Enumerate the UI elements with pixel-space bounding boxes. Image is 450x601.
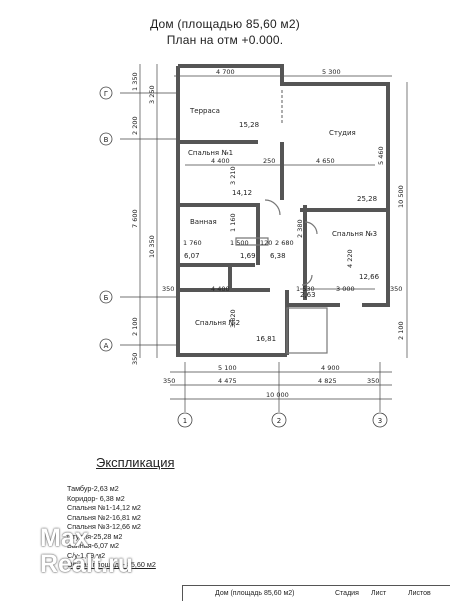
watermark-line1: Max bbox=[40, 524, 89, 552]
title-block-name: Дом (площадь 85,60 м2) bbox=[215, 590, 295, 597]
wall-outer-left bbox=[176, 66, 287, 357]
axis-label-g: Г bbox=[104, 90, 108, 98]
room-studio-area: 25,28 bbox=[357, 195, 377, 203]
room-bedroom3-area: 12,66 bbox=[359, 273, 380, 281]
explication-line: Спальня №2-16,81 м2 bbox=[67, 512, 141, 522]
room-bathroom-label: Ванная bbox=[190, 218, 217, 226]
axis-label-3: 3 bbox=[378, 417, 382, 425]
dim-bottom-10000: 10 000 bbox=[266, 391, 289, 399]
dim-right-2100: 2 100 bbox=[397, 321, 405, 340]
axis-marker-g bbox=[99, 86, 113, 100]
dim-2680: 2 680 bbox=[275, 239, 294, 247]
dim-left-3250: 3 250 bbox=[148, 85, 156, 104]
dim-top-right: 5 300 bbox=[322, 68, 341, 76]
room-terrace-label: Терраса bbox=[189, 107, 220, 115]
axis-marker-v bbox=[99, 132, 113, 146]
axis-label-1: 1 bbox=[183, 417, 187, 425]
plan-title: Дом (площадью 85,60 м2) bbox=[150, 17, 300, 31]
dim-350-right: 350 bbox=[390, 285, 402, 293]
dim-bottom-350-left: 350 bbox=[163, 377, 175, 385]
dim-4650: 4 650 bbox=[316, 157, 335, 165]
explication-line: Ванная-6,07 м2 bbox=[67, 541, 119, 550]
axis-marker-a bbox=[99, 338, 113, 352]
dim-1530: 1 530 bbox=[296, 285, 315, 293]
axis-label-2: 2 bbox=[277, 417, 281, 425]
explication-line: Студия-25,28 м2 bbox=[67, 531, 123, 541]
dim-left-10350: 10 350 bbox=[148, 235, 156, 258]
room-bedroom2-label: Спальня №2 bbox=[195, 319, 240, 327]
room-terrace-area: 15,28 bbox=[239, 121, 259, 129]
axis-marker-1 bbox=[177, 412, 193, 428]
explication-title: Экспликация bbox=[96, 455, 175, 470]
axis-label-v: В bbox=[104, 136, 109, 144]
dim-4400b: 4 400 bbox=[211, 285, 230, 293]
dim-v-3820: 3 820 bbox=[229, 309, 237, 328]
room-vestibule-area: 2,63 bbox=[300, 291, 316, 299]
watermark-logo: Max Realt.ru bbox=[40, 525, 133, 577]
title-block-stage: Стадия bbox=[335, 590, 359, 597]
axis-label-a: А bbox=[104, 342, 109, 350]
explication-line: Коридор- 6,38 м2 bbox=[67, 493, 125, 503]
explication-total: Общая площадь- 85,60 м2 bbox=[67, 560, 156, 569]
dim-350-left: 350 bbox=[162, 285, 174, 293]
room-corridor-area: 6,38 bbox=[270, 252, 286, 260]
dim-bottom-4825: 4 825 bbox=[318, 377, 337, 385]
explication-line: С/у-1,69 м2 bbox=[67, 550, 106, 560]
dim-v-2380: 2 380 bbox=[296, 219, 304, 238]
dim-left-2200: 2 200 bbox=[131, 116, 139, 135]
dim-top-left: 4 700 bbox=[216, 68, 235, 76]
axis-marker-2 bbox=[271, 412, 287, 428]
dim-right-10500: 10 500 bbox=[397, 185, 405, 208]
room-studio-label: Студия bbox=[329, 129, 356, 137]
dim-250a: 250 bbox=[263, 157, 275, 165]
dim-v-1160: 1 160 bbox=[229, 213, 237, 232]
axis-marker-3 bbox=[372, 412, 388, 428]
axis-label-b: Б bbox=[104, 294, 109, 302]
axis-marker-b bbox=[99, 290, 113, 304]
room-bedroom3-label: Спальня №3 bbox=[332, 230, 377, 238]
room-bedroom1-area: 14,12 bbox=[232, 189, 252, 197]
dim-right-5460: 5 460 bbox=[377, 146, 385, 165]
dim-left-2100: 2 100 bbox=[131, 317, 139, 336]
explication-list: Тамбур-2,63 м2 Коридор- 6,38 м2 Спальня … bbox=[67, 484, 156, 570]
explication-line: Тамбур-2,63 м2 bbox=[67, 484, 119, 493]
explication-line: Спальня №1-14,12 м2 bbox=[67, 503, 141, 512]
room-bedroom2-area: 16,81 bbox=[256, 335, 276, 343]
wall-outer-top-right bbox=[178, 64, 390, 307]
room-bathroom-area: 6,07 bbox=[184, 252, 200, 260]
room-bedroom1-label: Спальня №1 bbox=[188, 149, 233, 157]
watermark-line2: Realt.ru bbox=[40, 550, 134, 578]
dim-3000: 3 000 bbox=[336, 285, 355, 293]
title-block-sheet: Лист bbox=[371, 590, 387, 597]
room-wc-area: 1,69 bbox=[240, 252, 256, 260]
dim-bottom-4900: 4 900 bbox=[321, 364, 340, 372]
dim-left-7600: 7 600 bbox=[131, 209, 139, 228]
plan-subtitle: План на отм +0.000. bbox=[166, 33, 284, 47]
dim-bottom-4475: 4 475 bbox=[218, 377, 237, 385]
dim-4400a: 4 400 bbox=[211, 157, 230, 165]
explication-line: Спальня №3-12,66 м2 bbox=[67, 522, 141, 531]
dim-v-3210: 3 210 bbox=[229, 166, 237, 185]
dim-left-350: 350 bbox=[131, 353, 139, 365]
title-block: Дом (площадь 85,60 м2) Стадия Лист Листо… bbox=[182, 585, 450, 601]
dim-bottom-350-right: 350 bbox=[367, 377, 379, 385]
dim-bottom-5100: 5 100 bbox=[218, 364, 237, 372]
title-block-sheets: Листов bbox=[408, 590, 431, 597]
dim-left-1350: 1 350 bbox=[131, 72, 139, 91]
dim-120: 120 bbox=[260, 239, 272, 247]
dim-1500: 1 500 bbox=[230, 239, 249, 247]
dim-right-4220: 4 220 bbox=[346, 249, 354, 268]
dim-1760: 1 760 bbox=[183, 239, 202, 247]
